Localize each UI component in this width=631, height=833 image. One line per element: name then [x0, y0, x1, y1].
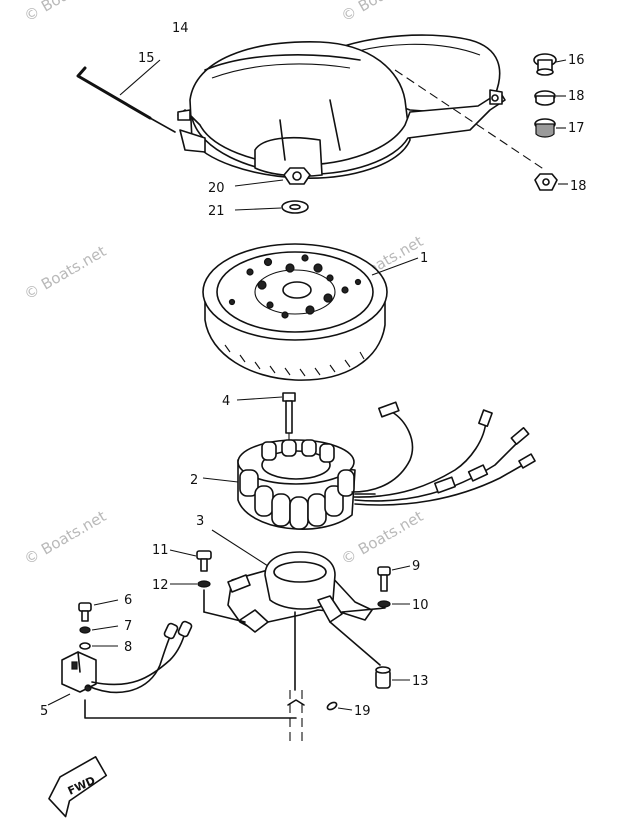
part-label-9: 9 — [412, 559, 420, 574]
part-label-21: 21 — [208, 204, 225, 219]
watermark: © Boats.net — [21, 0, 109, 25]
watermark: © Boats.net — [21, 242, 109, 303]
part-label-19: 19 — [354, 704, 371, 719]
part-label-4: 4 — [222, 394, 230, 409]
part-label-20: 20 — [208, 181, 225, 196]
part-label-2: 2 — [190, 473, 198, 488]
base-plate — [211, 529, 386, 691]
right-fasteners — [533, 53, 568, 191]
part-label-16: 16 — [568, 53, 585, 68]
flywheel-nut-washer — [234, 167, 311, 214]
part-labels: 14 15 16 18 17 18 20 21 1 4 2 3 11 12 9 … — [40, 21, 587, 719]
part-label-12: 12 — [152, 578, 169, 593]
part-label-17: 17 — [568, 121, 585, 136]
part-label-18-lower: 18 — [570, 179, 587, 194]
part-label-15: 15 — [138, 51, 155, 66]
watermark: © Boats.net — [21, 507, 109, 568]
collar — [375, 666, 410, 689]
right-screws — [377, 565, 411, 608]
crankshaft — [287, 690, 353, 745]
alignment-line — [394, 69, 546, 171]
flywheel-holes — [228, 254, 362, 319]
part-label-14: 14 — [172, 21, 189, 36]
pulser-coil-assembly — [47, 599, 297, 719]
flywheel-cover — [177, 34, 506, 179]
part-label-13: 13 — [412, 674, 429, 689]
part-label-18-upper: 18 — [568, 89, 585, 104]
stator-wires — [351, 401, 536, 506]
part-label-8: 8 — [124, 640, 132, 655]
part-label-5: 5 — [40, 704, 48, 719]
rope-rod — [76, 59, 176, 133]
part-label-7: 7 — [124, 619, 132, 634]
part-label-10: 10 — [412, 598, 429, 613]
watermark: © Boats.net — [338, 0, 426, 25]
part-label-3: 3 — [196, 514, 204, 529]
part-label-6: 6 — [124, 593, 132, 608]
part-label-11: 11 — [152, 543, 169, 558]
stator — [202, 439, 356, 530]
part-label-1: 1 — [420, 251, 428, 266]
base-screws — [169, 549, 212, 613]
fwd-arrow: FWD — [48, 756, 108, 818]
flywheel — [202, 243, 419, 381]
